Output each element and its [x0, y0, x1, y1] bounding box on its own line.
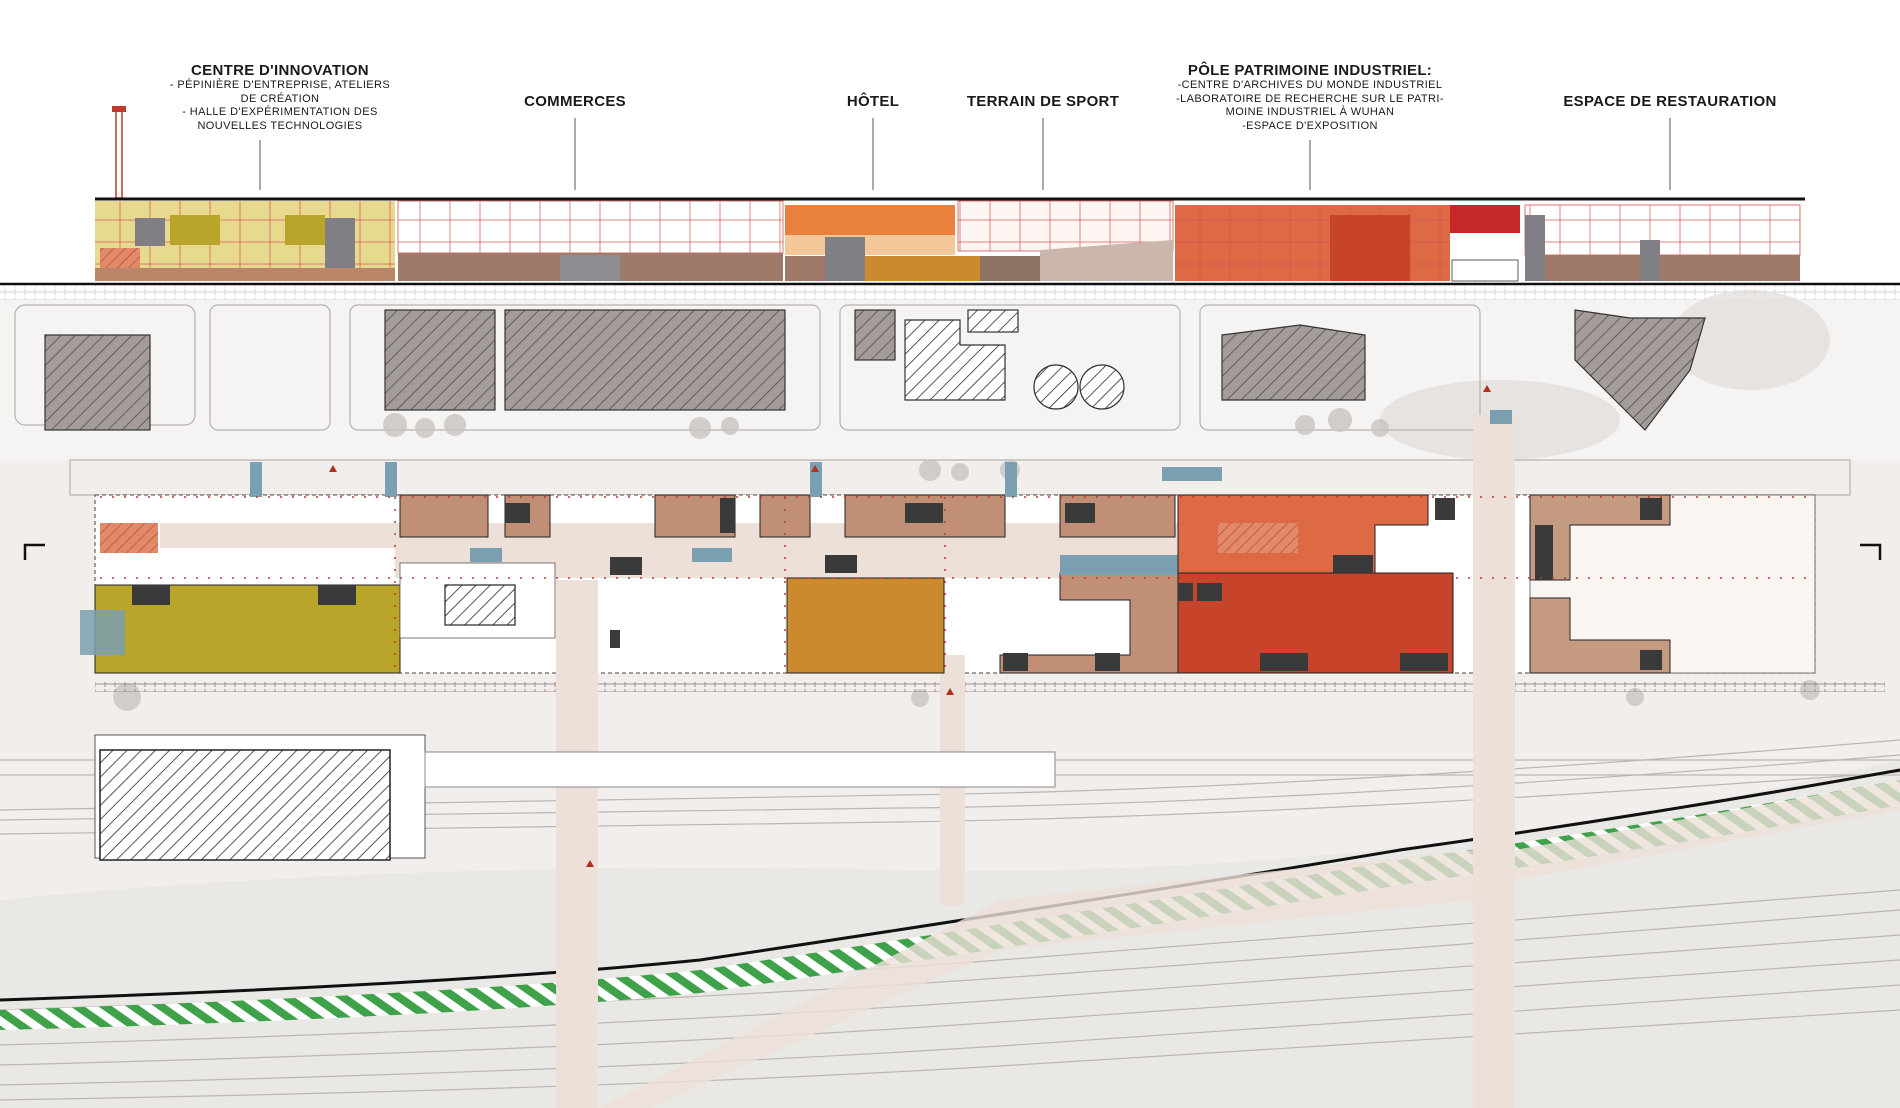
silo	[1079, 364, 1125, 410]
site-plan	[0, 290, 1900, 1108]
label-patrimoine-title: PÔLE PATRIMOINE INDUSTRIEL:	[1187, 62, 1433, 79]
label-innovation-title: CENTRE D'INNOVATION	[191, 62, 369, 79]
restauration-block-south	[1529, 597, 1671, 674]
label-patrimoine: PÔLE PATRIMOINE INDUSTRIEL: -CENTRE D'AR…	[1130, 62, 1490, 133]
innovation-hatched-area	[100, 523, 158, 553]
label-hotel: HÔTEL	[846, 93, 900, 110]
label-innovation-line-4: NOUVELLES TECHNOLOGIES	[197, 119, 363, 132]
commerce-block	[399, 494, 489, 538]
chimney-top	[112, 106, 126, 112]
hotel-block	[786, 577, 945, 674]
elevation	[95, 106, 1805, 282]
walkway-south-1	[556, 580, 598, 1108]
label-innovation-line-1: - PÉPINIÈRE D'ENTREPRISE, ATELIERS	[169, 79, 391, 91]
label-patrimoine-line-1: -CENTRE D'ARCHIVES DU MONDE INDUSTRIEL	[1177, 79, 1443, 91]
chimney-icon	[115, 107, 123, 199]
silo	[1033, 364, 1079, 410]
green-corridor	[0, 780, 1900, 1030]
trees	[113, 408, 1820, 711]
entry-arrow-icon	[1483, 385, 1491, 392]
existing-building	[854, 309, 896, 361]
label-patrimoine-line-2: -LABORATOIRE DE RECHERCHE SUR LE PATRI-	[1176, 92, 1444, 105]
streets-north	[14, 304, 1851, 496]
existing-building	[44, 334, 151, 431]
existing-building	[504, 309, 786, 411]
section-arrow-left-icon	[23, 543, 45, 560]
depot-platform	[424, 751, 1056, 788]
label-innovation-line-2: DE CRÉATION	[240, 92, 320, 105]
commerce-block	[759, 494, 811, 538]
commerce-hatched-pavilion	[444, 584, 516, 626]
service-cores	[132, 498, 1662, 671]
circulation-lines	[100, 496, 1810, 670]
label-patrimoine-line-4: -ESPACE D'EXPOSITION	[1242, 119, 1378, 132]
rail-line	[95, 682, 1885, 692]
label-innovation-line-3: - HALLE D'EXPÉRIMENTATION DES	[182, 106, 378, 118]
entry-arrow-icon	[329, 465, 337, 472]
section-markers	[23, 543, 1882, 560]
label-restauration: ESPACE DE RESTAURATION	[1563, 93, 1777, 110]
diagonal-walkway	[600, 850, 1473, 1108]
entry-arrow-icon	[946, 688, 954, 695]
stair-icon	[80, 610, 125, 655]
label-patrimoine-line-3: MOINE INDUSTRIEL À WUHAN	[1225, 106, 1395, 118]
label-sport: TERRAIN DE SPORT	[966, 93, 1120, 110]
entry-arrow-icon	[586, 860, 594, 867]
restauration-block-north	[1529, 494, 1671, 581]
label-innovation: CENTRE D'INNOVATION - PÉPINIÈRE D'ENTREP…	[130, 62, 430, 133]
existing-building	[384, 309, 496, 411]
train-depot	[99, 749, 391, 861]
leader-lines	[259, 118, 1671, 190]
walkway-south-3	[1473, 415, 1515, 1108]
entry-arrow-icon	[811, 465, 819, 472]
existing-building	[1574, 309, 1706, 431]
sport-glazed-roof	[1060, 555, 1178, 575]
elevation-hotel	[785, 205, 955, 235]
existing-building	[1221, 324, 1366, 401]
entry-arrows	[329, 385, 1491, 867]
section-arrow-right-icon	[1860, 543, 1882, 560]
label-commerces: COMMERCES	[524, 93, 626, 110]
existing-building	[904, 319, 1006, 401]
